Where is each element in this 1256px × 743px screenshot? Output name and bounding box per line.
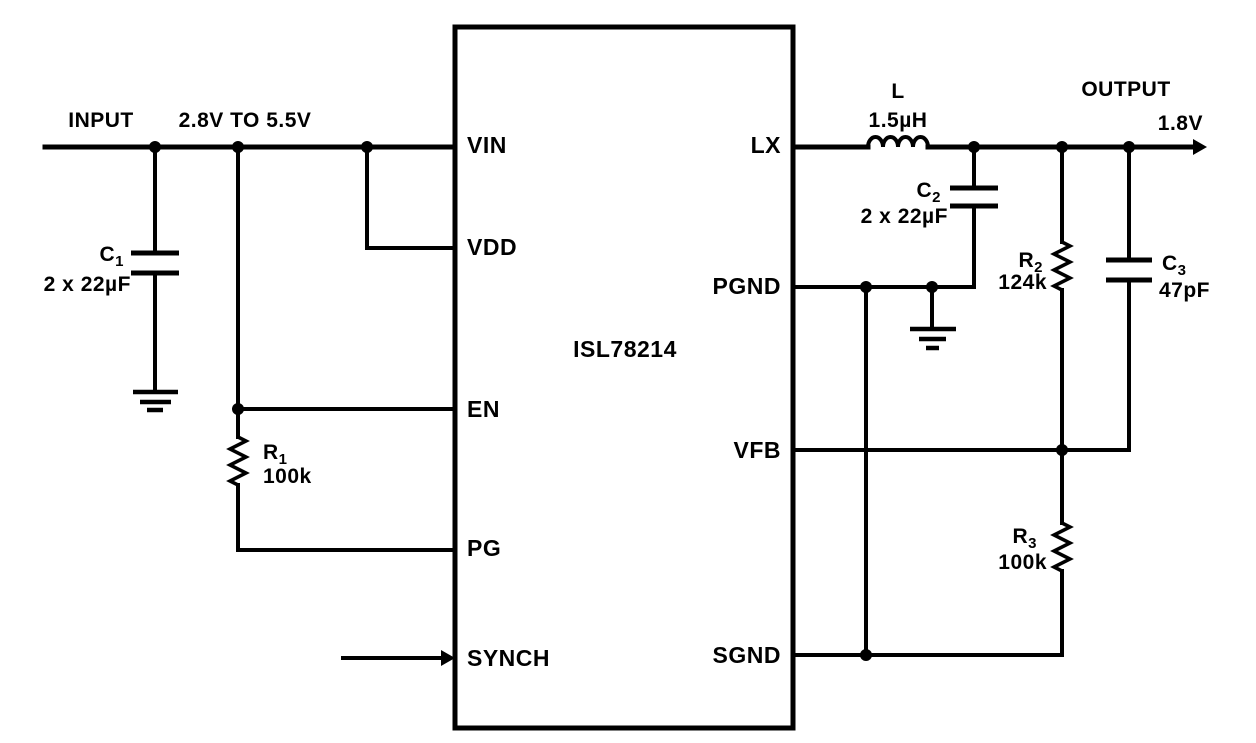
- c1-value-label: 2 x 22µF: [44, 273, 131, 296]
- synch-arrow-icon: [341, 650, 455, 666]
- capacitor-c2-icon: [950, 145, 998, 289]
- pin-label-pg: PG: [467, 535, 501, 561]
- pin-label-vfb: VFB: [734, 437, 782, 463]
- output-label: OUTPUT: [1081, 78, 1170, 101]
- synch-arrowhead: [441, 650, 455, 666]
- resistor-r3-branch: [791, 448, 1074, 661]
- ic-name: ISL78214: [573, 336, 677, 362]
- output-rail: [790, 135, 1207, 155]
- resistor-r1-icon: [226, 435, 250, 487]
- capacitor-c1-icon: [131, 145, 179, 392]
- resistor-r3-icon: [1050, 521, 1074, 573]
- pin-label-sgnd: SGND: [713, 642, 781, 668]
- input-label: INPUT: [68, 109, 134, 132]
- r2-ref-label: R2: [1018, 249, 1043, 276]
- pin-label-pgnd: PGND: [713, 273, 781, 299]
- l-ref-label: L: [891, 80, 904, 103]
- vfb-net: [791, 444, 1131, 456]
- resistor-r2-icon: [1050, 240, 1074, 292]
- capacitor-c3-icon: [1106, 145, 1152, 452]
- r3-value-label: 100k: [998, 551, 1047, 574]
- c2-value-label: 2 x 22µF: [861, 205, 948, 228]
- junction-dot: [860, 649, 872, 661]
- inductor-icon: [866, 135, 930, 148]
- c3-value-label: 47pF: [1159, 279, 1210, 302]
- output-voltage-label: 1.8V: [1158, 112, 1203, 135]
- output-arrowhead: [1193, 139, 1207, 155]
- pin-label-vdd: VDD: [467, 234, 517, 260]
- l-value-label: 1.5µH: [869, 109, 928, 132]
- pin-label-vin: VIN: [467, 132, 507, 158]
- enable-branch: [226, 145, 457, 552]
- r2-value-label: 124k: [998, 271, 1047, 294]
- vdd-branch-wire: [365, 145, 457, 250]
- pin-label-synch: SYNCH: [467, 645, 550, 671]
- pin-label-en: EN: [467, 396, 500, 422]
- ground-icon: [133, 389, 178, 413]
- ground-icon: [910, 326, 956, 351]
- c2-ref-label: C2: [916, 179, 941, 206]
- pgnd-net: [791, 281, 976, 657]
- r1-value-label: 100k: [263, 465, 312, 488]
- input-rail: [42, 141, 458, 153]
- c3-ref-label: C3: [1162, 252, 1187, 279]
- r1-ref-label: R1: [263, 441, 288, 468]
- input-range-label: 2.8V TO 5.5V: [179, 109, 312, 132]
- c1-ref-label: C1: [99, 243, 124, 270]
- pin-label-lx: LX: [751, 132, 782, 158]
- ic-body: [452, 24, 796, 731]
- resistor-r2-branch: [1050, 145, 1074, 452]
- r3-ref-label: R3: [1012, 525, 1037, 552]
